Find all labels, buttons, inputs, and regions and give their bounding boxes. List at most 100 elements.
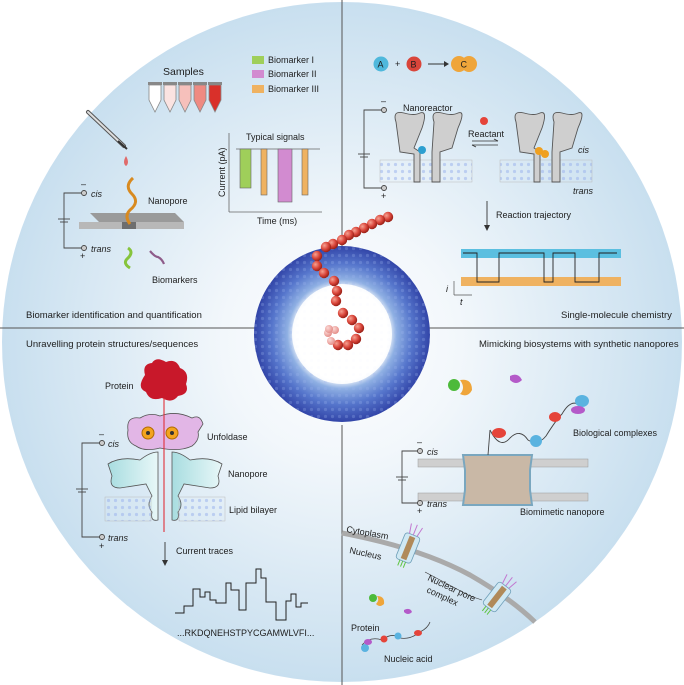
droplet-icon <box>124 156 128 166</box>
small-complex-orange <box>376 596 385 606</box>
plus-sign: + <box>395 59 400 69</box>
complex-bead-purple <box>571 406 585 414</box>
complex-green <box>448 379 460 391</box>
minus-sign: – <box>99 429 104 439</box>
samples-label: Samples <box>163 66 204 78</box>
bead <box>336 234 348 246</box>
small-complex-purple <box>404 608 412 614</box>
signals-xlabel: Time (ms) <box>257 216 297 226</box>
complex-bead-blue-1 <box>530 435 542 447</box>
minus-sign: – <box>81 179 86 189</box>
signal-bar-4 <box>301 148 309 196</box>
quadrant-protein: Unravelling protein structures/sequences… <box>26 339 314 638</box>
reactant-label: Reactant <box>468 129 505 139</box>
trajectory-label: Reaction trajectory <box>496 210 572 220</box>
signal-bar-1 <box>239 148 252 189</box>
bead-faded <box>327 337 335 345</box>
reaction-trajectory-plot: i t <box>446 249 621 307</box>
molecule-b <box>406 56 422 72</box>
cis-label: cis <box>427 447 438 457</box>
complex-purple <box>510 374 522 383</box>
legend-swatch-2 <box>252 70 264 78</box>
biological-complexes-label: Biological complexes <box>573 428 658 438</box>
molecule-c-label: C <box>461 60 468 70</box>
plus-sign: + <box>99 541 104 551</box>
bead <box>366 218 378 230</box>
trans-label: trans <box>108 533 129 543</box>
bead <box>328 275 340 287</box>
legend-label-1: Biomarker I <box>268 55 314 65</box>
plus-sign: + <box>80 251 85 261</box>
signal-bar-3 <box>277 148 293 203</box>
bead <box>353 322 365 334</box>
lipid-bilayer-left <box>379 159 473 183</box>
nanoreactor-label: Nanoreactor <box>403 103 453 113</box>
protein-nanopore-right <box>171 451 223 521</box>
section-title-biomarker: Biomarker identification and quantificat… <box>26 310 202 321</box>
plus-sign: + <box>381 191 386 201</box>
cis-label: cis <box>108 439 119 449</box>
unfoldase <box>127 413 204 450</box>
down-arrow-icon <box>484 225 490 231</box>
reaction-equation: A + B C <box>373 56 477 72</box>
bead <box>358 222 370 234</box>
complex-bead-red-1 <box>492 428 506 438</box>
arrow-icon <box>444 61 449 67</box>
section-title-chemistry: Single-molecule chemistry <box>561 310 672 321</box>
bead <box>311 250 323 262</box>
current-traces-label: Current traces <box>176 546 234 556</box>
nuclear-pore-complex-2 <box>481 574 517 615</box>
bead-faded <box>331 326 339 334</box>
bead <box>350 333 362 345</box>
nucleic-acid-label: Nucleic acid <box>384 654 433 664</box>
biomimetic-nanopore-label: Biomimetic nanopore <box>520 507 605 517</box>
trans-label: trans <box>427 499 448 509</box>
signals-title: Typical signals <box>246 132 305 142</box>
biomarkers-label: Biomarkers <box>152 275 198 285</box>
axis-i-label: i <box>446 284 449 294</box>
nanoreactor-pore-right <box>514 111 583 183</box>
legend-swatch-3 <box>252 85 264 93</box>
bead <box>332 339 344 351</box>
state-band-c <box>461 277 621 286</box>
product-c <box>535 147 543 155</box>
circuit-protein <box>76 440 105 540</box>
complex-bead-blue-2 <box>575 395 589 407</box>
quadrant-chemistry: A + B C – + Nanoreactor Reactan <box>358 56 672 321</box>
plus-sign: + <box>417 506 422 516</box>
cis-label: cis <box>578 145 589 155</box>
small-complex-green <box>369 594 377 602</box>
lipid-bilayer-left <box>104 496 152 522</box>
nuclear-pore-complex-1 <box>395 523 423 568</box>
legend-swatch-1 <box>252 56 264 64</box>
bead <box>346 314 358 326</box>
bead <box>311 260 323 272</box>
state-band-a <box>461 249 621 258</box>
bead <box>320 241 332 253</box>
axis-t-label: t <box>460 297 463 307</box>
cis-label: cis <box>91 189 102 199</box>
typical-signals-chart: Typical signals Current (pA) Time (ms) <box>217 132 322 226</box>
protein-blob <box>140 359 188 401</box>
molecule-a <box>373 56 389 72</box>
minus-sign: – <box>417 437 422 447</box>
biomimetic-nanopore <box>461 454 534 506</box>
molecule-a-label: A <box>378 60 384 70</box>
protein-label: Protein <box>105 381 134 391</box>
signals-ylabel: Current (pA) <box>217 147 227 197</box>
minus-sign: – <box>381 96 386 106</box>
nuclear-envelope <box>341 530 537 624</box>
biomarker-purple <box>149 250 166 265</box>
protein-nanopore-left <box>107 451 159 521</box>
legend-label-2: Biomarker II <box>268 69 317 79</box>
bound-reactant-a <box>418 146 426 154</box>
sample-tubes <box>148 82 222 113</box>
bead <box>342 339 354 351</box>
trajectory-trace <box>463 252 617 283</box>
lipid-bilayer-right <box>499 159 593 183</box>
nanopore-label: Nanopore <box>228 469 268 479</box>
circuit-right <box>358 107 387 191</box>
reactant-molecule <box>480 117 488 125</box>
bead <box>382 211 394 223</box>
molecule-b-label: B <box>411 60 417 70</box>
